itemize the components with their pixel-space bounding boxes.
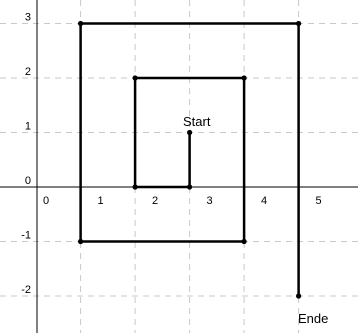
vertex-points	[78, 20, 302, 299]
y-tick-label: 0	[25, 175, 31, 187]
x-tick-label: 3	[207, 195, 213, 207]
spiral-path-group	[79, 22, 300, 298]
vertex-point	[241, 238, 247, 245]
spiral-path	[79, 22, 300, 298]
y-tick-label: -1	[21, 230, 31, 242]
start-label: Start	[183, 114, 211, 129]
vertex-point	[187, 129, 193, 136]
vertex-point	[187, 184, 193, 190]
vertex-point	[78, 20, 84, 27]
y-tick-label: -2	[21, 284, 31, 296]
y-tick-label: 1	[25, 121, 31, 133]
vertex-point	[296, 293, 302, 299]
x-tick-label: 2	[152, 195, 158, 207]
vertex-point	[241, 75, 247, 81]
y-tick-label: 3	[25, 12, 31, 24]
x-tick-label: 0	[43, 195, 49, 207]
tick-labels: 0 1 2 3 4 5 3 2 1 0 -1 -2	[21, 12, 321, 297]
y-tick-label: 2	[25, 66, 31, 78]
x-tick-label: 1	[98, 195, 104, 207]
vertex-point	[296, 20, 302, 27]
x-tick-label: 4	[261, 195, 267, 207]
x-tick-label: 5	[316, 195, 322, 207]
vertex-point	[132, 75, 138, 81]
end-label: Ende	[298, 311, 328, 326]
vertex-point	[132, 184, 138, 190]
vertex-point	[78, 238, 84, 245]
